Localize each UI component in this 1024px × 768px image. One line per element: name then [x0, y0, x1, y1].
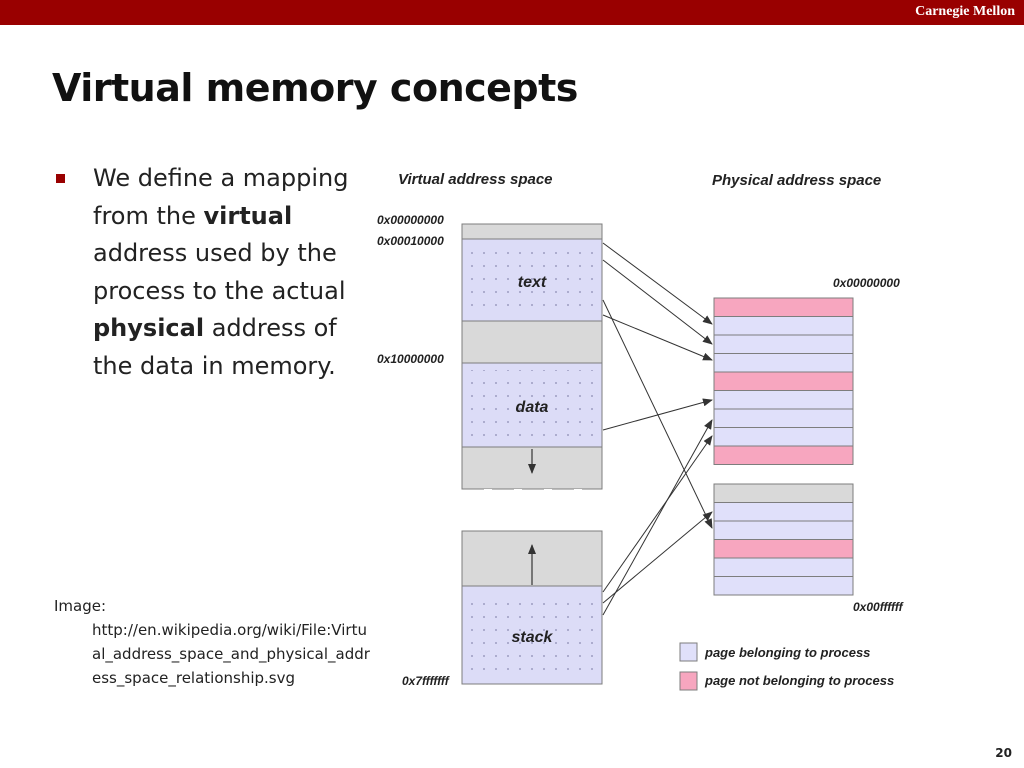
- data-segment-label: data: [516, 399, 549, 416]
- virtual-gap-block-1: [461, 320, 603, 364]
- legend-own-label: page belonging to process: [704, 645, 870, 660]
- mapping-arrow: [602, 259, 713, 345]
- physical-address-space-heading: Physical address space: [712, 172, 881, 189]
- physical-reserved-block: [713, 483, 854, 503]
- image-credit-url: http://en.wikipedia.org/wiki/File:Virtua…: [92, 621, 370, 687]
- mapping-arrow: [602, 398, 713, 431]
- physical-page-owned: [713, 408, 854, 428]
- physical-page-owned: [713, 557, 854, 577]
- physical-page-foreign: [713, 539, 854, 559]
- page-number: 20: [995, 746, 1012, 760]
- virtual-addr-data-start: 0x10000000: [377, 352, 444, 366]
- mapping-arrow: [602, 314, 713, 361]
- bullet-text: We define a mapping from the virtual add…: [93, 160, 383, 385]
- legend-not-swatch: [679, 671, 698, 691]
- physical-page-foreign: [713, 297, 854, 317]
- mapping-arrow: [602, 242, 713, 325]
- virtual-addr-start: 0x00000000: [377, 213, 444, 227]
- bullet-bold-virtual: virtual: [203, 201, 293, 230]
- physical-addr-end: 0x00ffffff: [853, 600, 904, 614]
- bullet-text-part-1: We define a mapping from the: [93, 164, 349, 230]
- virtual-address-space-heading: Virtual address space: [398, 171, 553, 188]
- legend-not-label: page not belonging to process: [704, 673, 894, 688]
- mapping-arrow: [602, 435, 713, 593]
- header-bar: Carnegie Mellon: [0, 0, 1024, 25]
- stack-segment-label: stack: [512, 629, 554, 646]
- physical-page-owned: [713, 353, 854, 373]
- page-title: Virtual memory concepts: [52, 66, 578, 110]
- virtual-unmapped-block: [462, 489, 602, 531]
- virtual-addr-text-start: 0x00010000: [377, 234, 444, 248]
- square-bullet-icon: [56, 174, 65, 183]
- physical-page-owned: [713, 520, 854, 540]
- mapping-arrow: [602, 299, 713, 529]
- physical-page-foreign: [713, 445, 854, 465]
- physical-page-owned: [713, 576, 854, 596]
- virtual-reserved-block: [461, 223, 603, 240]
- physical-page-owned: [713, 390, 854, 410]
- virtual-text-dots: [463, 252, 601, 312]
- brand-label: Carnegie Mellon: [915, 4, 1015, 19]
- bullet-text-part-2: address used by the process to the actua…: [93, 239, 346, 305]
- mapping-arrow: [602, 419, 713, 616]
- physical-page-owned: [713, 334, 854, 354]
- text-segment-label: text: [518, 274, 547, 291]
- bullet-bold-physical: physical: [93, 314, 205, 342]
- mapping-arrows: [602, 242, 713, 616]
- image-credit: Image: http://en.wikipedia.org/wiki/File…: [54, 594, 374, 690]
- physical-page-owned: [713, 427, 854, 447]
- physical-pages: [713, 297, 854, 596]
- physical-page-owned: [713, 316, 854, 336]
- bullet-text-part-3: address of the data in memory.: [93, 314, 337, 380]
- physical-addr-start: 0x00000000: [833, 276, 900, 290]
- virtual-addr-end: 0x7fffffff: [402, 674, 450, 688]
- virtual-stack-dots: [463, 592, 601, 678]
- physical-page-foreign: [713, 371, 854, 391]
- image-credit-label: Image:: [54, 597, 107, 615]
- physical-page-owned: [713, 502, 854, 522]
- mapping-arrow: [602, 511, 713, 604]
- virtual-data-dots: [463, 370, 601, 440]
- legend-own-swatch: [679, 642, 698, 662]
